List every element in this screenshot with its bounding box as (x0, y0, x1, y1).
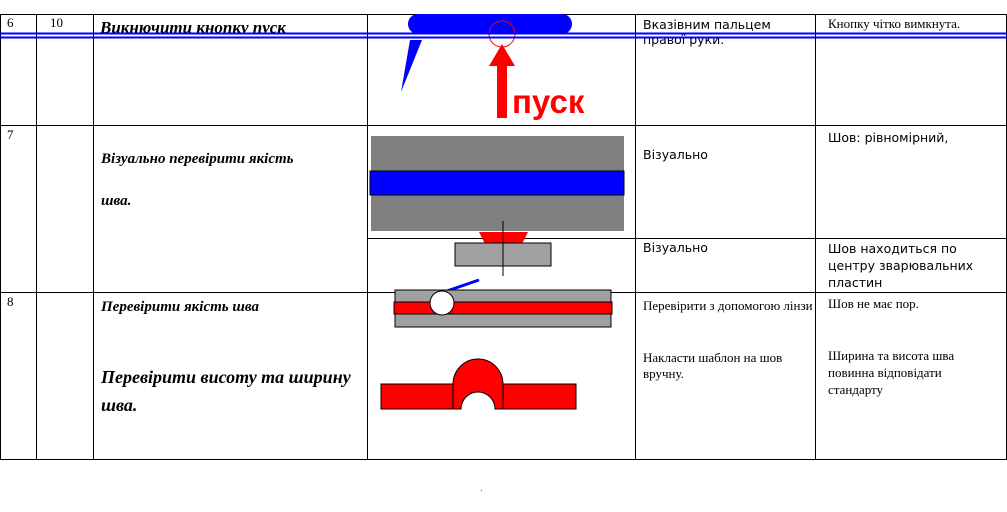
row7-action-line1: Візуально перевірити якість (101, 151, 294, 167)
row7-action-line2: шва. (101, 193, 132, 209)
row7-number: 7 (7, 127, 14, 142)
row8-result-b: Ширина та висота шва повинна відповідати… (828, 348, 955, 397)
row8-action-b: Перевірити висоту та ширину шва. (101, 367, 351, 415)
row8-number: 8 (7, 294, 14, 309)
row8-method-b: Накласти шаблон на шов вручну. (643, 350, 783, 381)
weld-seam-strip (369, 170, 625, 196)
row6-result: Кнопку чітко вимкнута. (828, 16, 961, 31)
row7-result-a: Шов: рівномірний, (828, 130, 949, 145)
row8-method-a: Перевірити з допомогою лінзи (643, 298, 813, 313)
start-button-body (408, 14, 572, 34)
blue-double-line (0, 32, 1007, 39)
stray-dot (481, 490, 482, 491)
row7-method-a: Візуально (643, 147, 708, 162)
up-arrow-icon (489, 44, 515, 118)
gauge-template (380, 358, 577, 410)
finger-icon (401, 40, 422, 92)
row8-result-a: Шов не має пор. (828, 296, 919, 311)
start-label: пуск (512, 83, 585, 120)
row8-action-a: Перевірити якість шва (101, 299, 259, 315)
inspected-seam (393, 301, 613, 315)
weld-plates-illustration (369, 136, 625, 276)
lens-icon (429, 290, 455, 316)
weld-inspection-illustration (380, 278, 613, 410)
row7-method-b: Візуально (643, 240, 708, 255)
start-button-illustration: пуск (401, 14, 585, 120)
row6-action: Викнючити кнопку пуск (100, 18, 286, 33)
row6-number: 6 (7, 15, 14, 30)
row6-method: Вказівним пальцем правої руки. (643, 17, 771, 47)
row7-result-b: Шов находиться по центру зварювальних пл… (828, 241, 974, 290)
row6-subnumber: 10 (50, 15, 63, 30)
